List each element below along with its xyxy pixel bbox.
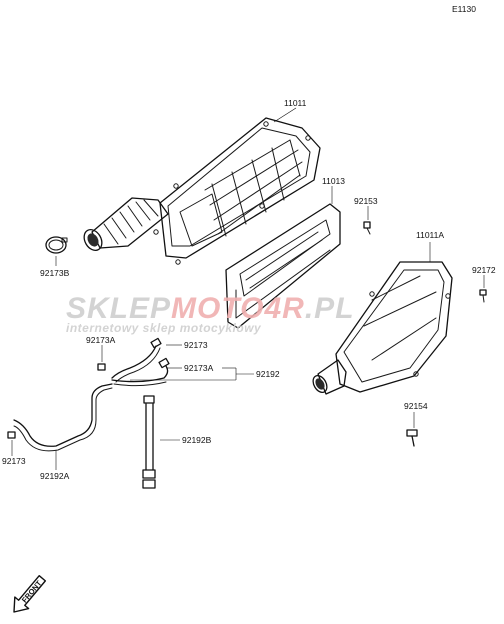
label-92192: 92192 [256,369,280,379]
watermark-brand-3: 4 [263,292,282,325]
watermark-brand-2: MOTO [171,292,264,325]
watermark-brand-1: SKLEP [66,292,171,325]
clamp-92173b[interactable] [45,236,68,254]
air-cleaner-housing[interactable] [81,117,321,265]
watermark-brand-4: R [282,292,305,325]
label-92192a: 92192A [40,471,70,481]
hose-92192[interactable] [111,337,170,387]
label-92173-bottom: 92173 [2,456,26,466]
label-92173b: 92173B [40,268,70,278]
front-label: FRONT [20,579,44,605]
front-arrow-icon: FRONT [13,575,47,613]
label-92154: 92154 [404,401,428,411]
bolt-92154[interactable] [406,429,418,447]
diagram-code: E1130 [452,4,476,14]
air-filter-element[interactable] [225,203,341,329]
screw-92172[interactable] [479,289,487,303]
label-92192b: 92192B [182,435,212,445]
label-92153: 92153 [354,196,378,206]
label-92172: 92172 [472,265,496,275]
label-11011: 11011 [284,98,307,108]
screw-92153[interactable] [363,221,371,235]
watermark-brand-5: .PL [305,292,355,325]
label-11011a: 11011A [416,230,444,240]
svg-text:SKLEPMOTO4R.PL: SKLEPMOTO4R.PL [66,292,355,325]
tube-92192b[interactable] [142,395,156,489]
clip-92173a-top[interactable] [97,363,106,371]
label-92173a-top: 92173A [86,335,116,345]
hose-92192a[interactable] [7,383,113,452]
label-92173-mid: 92173 [184,340,208,350]
watermark-tagline: internetowy sklep motocyklowy [66,321,262,335]
air-cleaner-cover[interactable] [310,261,453,395]
label-92173a-mid: 92173A [184,363,214,373]
watermark: SKLEPMOTO4R.PL internetowy sklep motocyk… [66,292,355,335]
label-11013: 11013 [322,176,345,186]
